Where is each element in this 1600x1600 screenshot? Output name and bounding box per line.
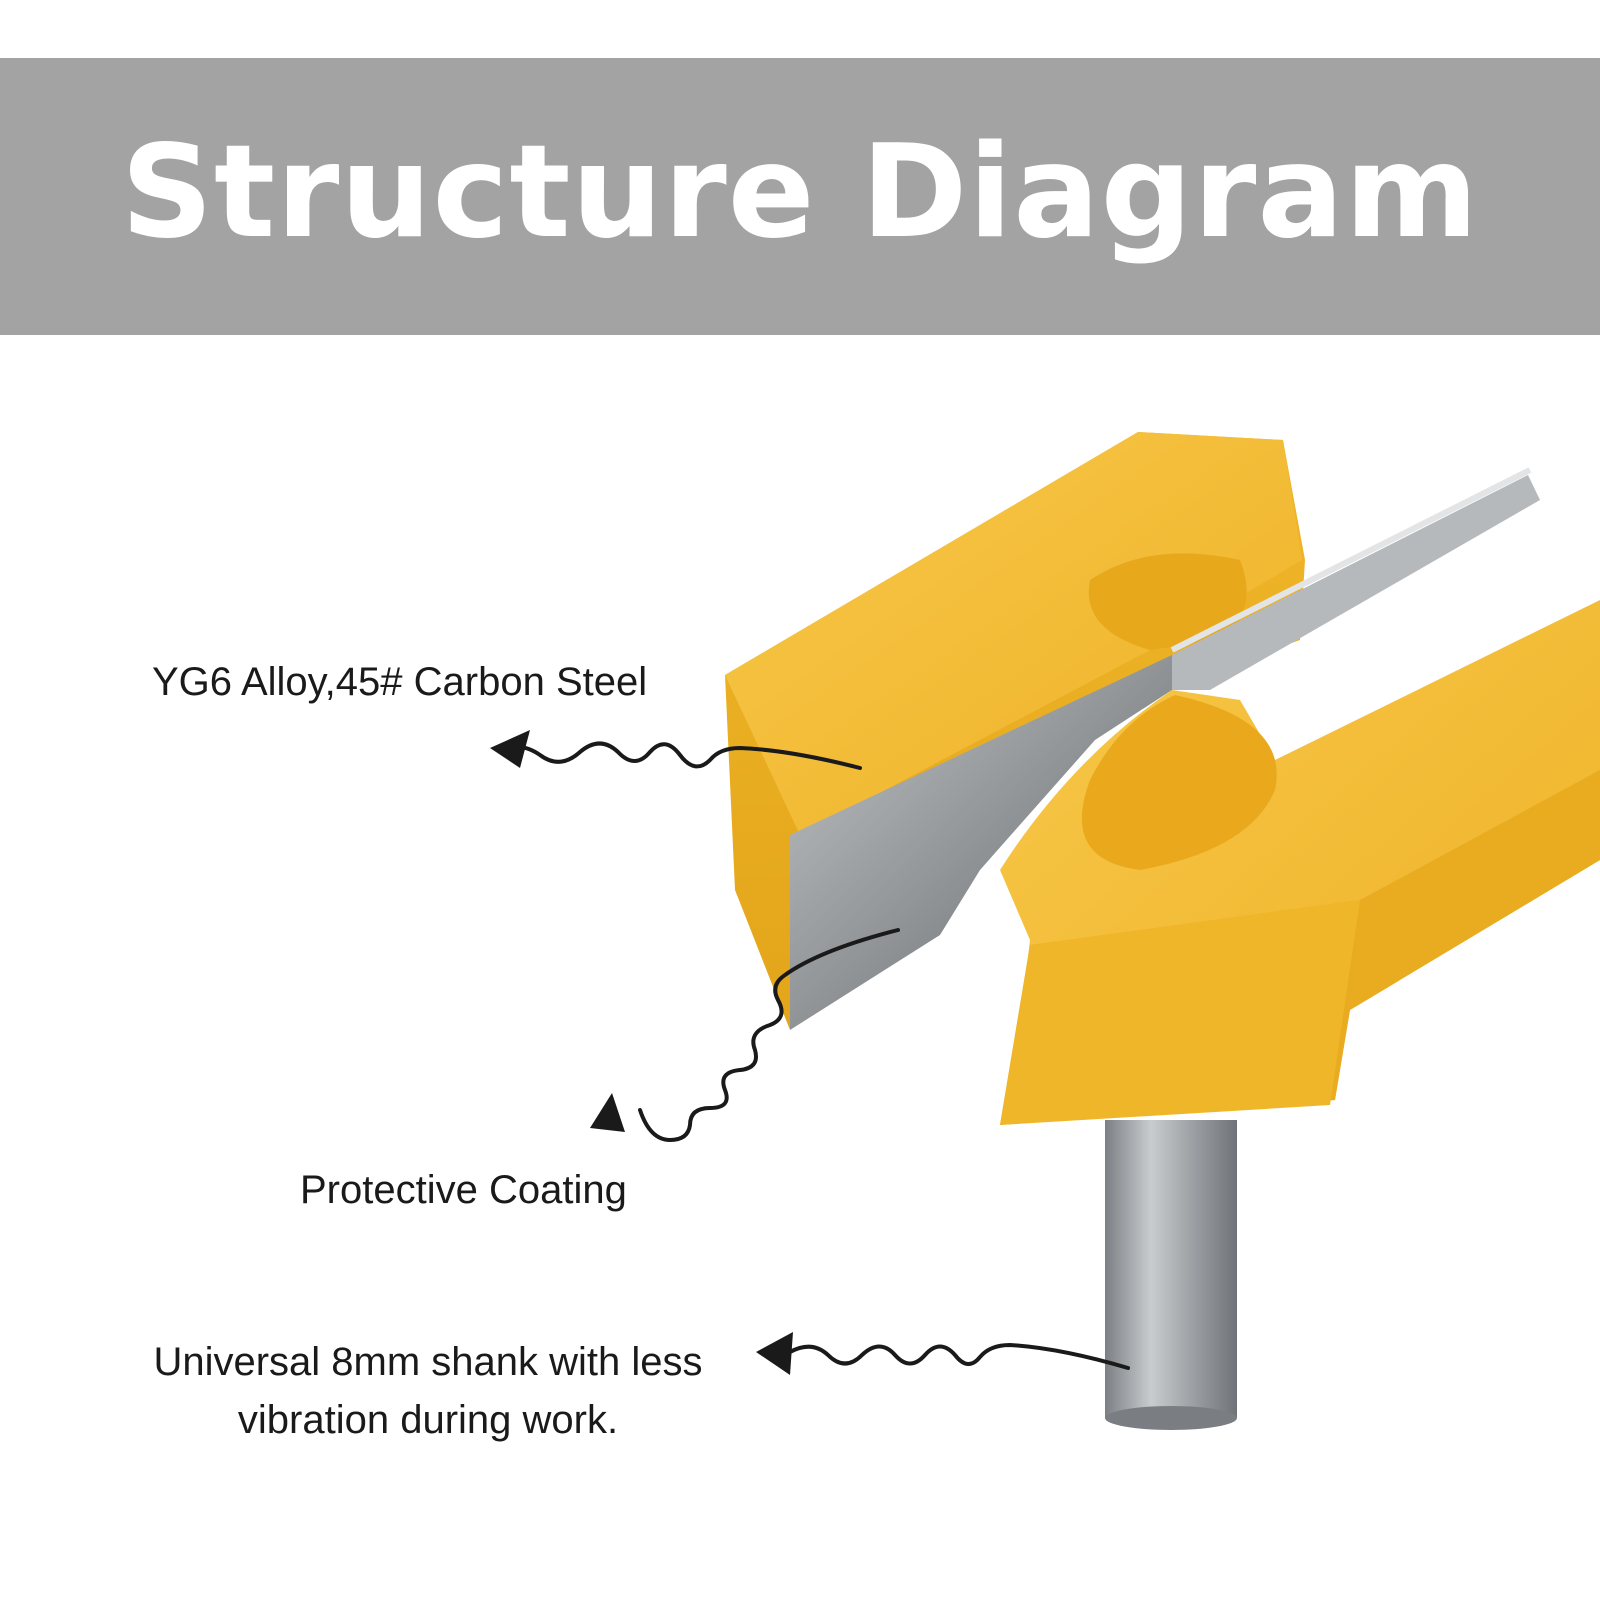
title-banner: Structure Diagram xyxy=(0,58,1600,335)
callout-shank: Universal 8mm shank with less vibration … xyxy=(128,1333,728,1449)
pointer-arrow-coating xyxy=(638,928,900,1143)
cutter-body-right xyxy=(1000,600,1600,1125)
shank xyxy=(1105,1120,1237,1430)
pointer-arrow-alloy xyxy=(513,741,862,770)
callout-shank-line1: Universal 8mm shank with less xyxy=(153,1340,703,1384)
callout-shank-line2: vibration during work. xyxy=(237,1398,619,1442)
arrowhead-shank-icon xyxy=(756,1332,793,1375)
callout-coating: Protective Coating xyxy=(300,1168,627,1212)
carbide-blade xyxy=(790,467,1540,1030)
arrowhead-coating-icon xyxy=(590,1093,625,1132)
arrowhead-alloy-icon xyxy=(490,730,530,768)
page-title: Structure Diagram xyxy=(120,117,1480,267)
callout-alloy: YG6 Alloy,45# Carbon Steel xyxy=(152,660,648,704)
pointer-arrow-shank xyxy=(788,1342,1130,1370)
